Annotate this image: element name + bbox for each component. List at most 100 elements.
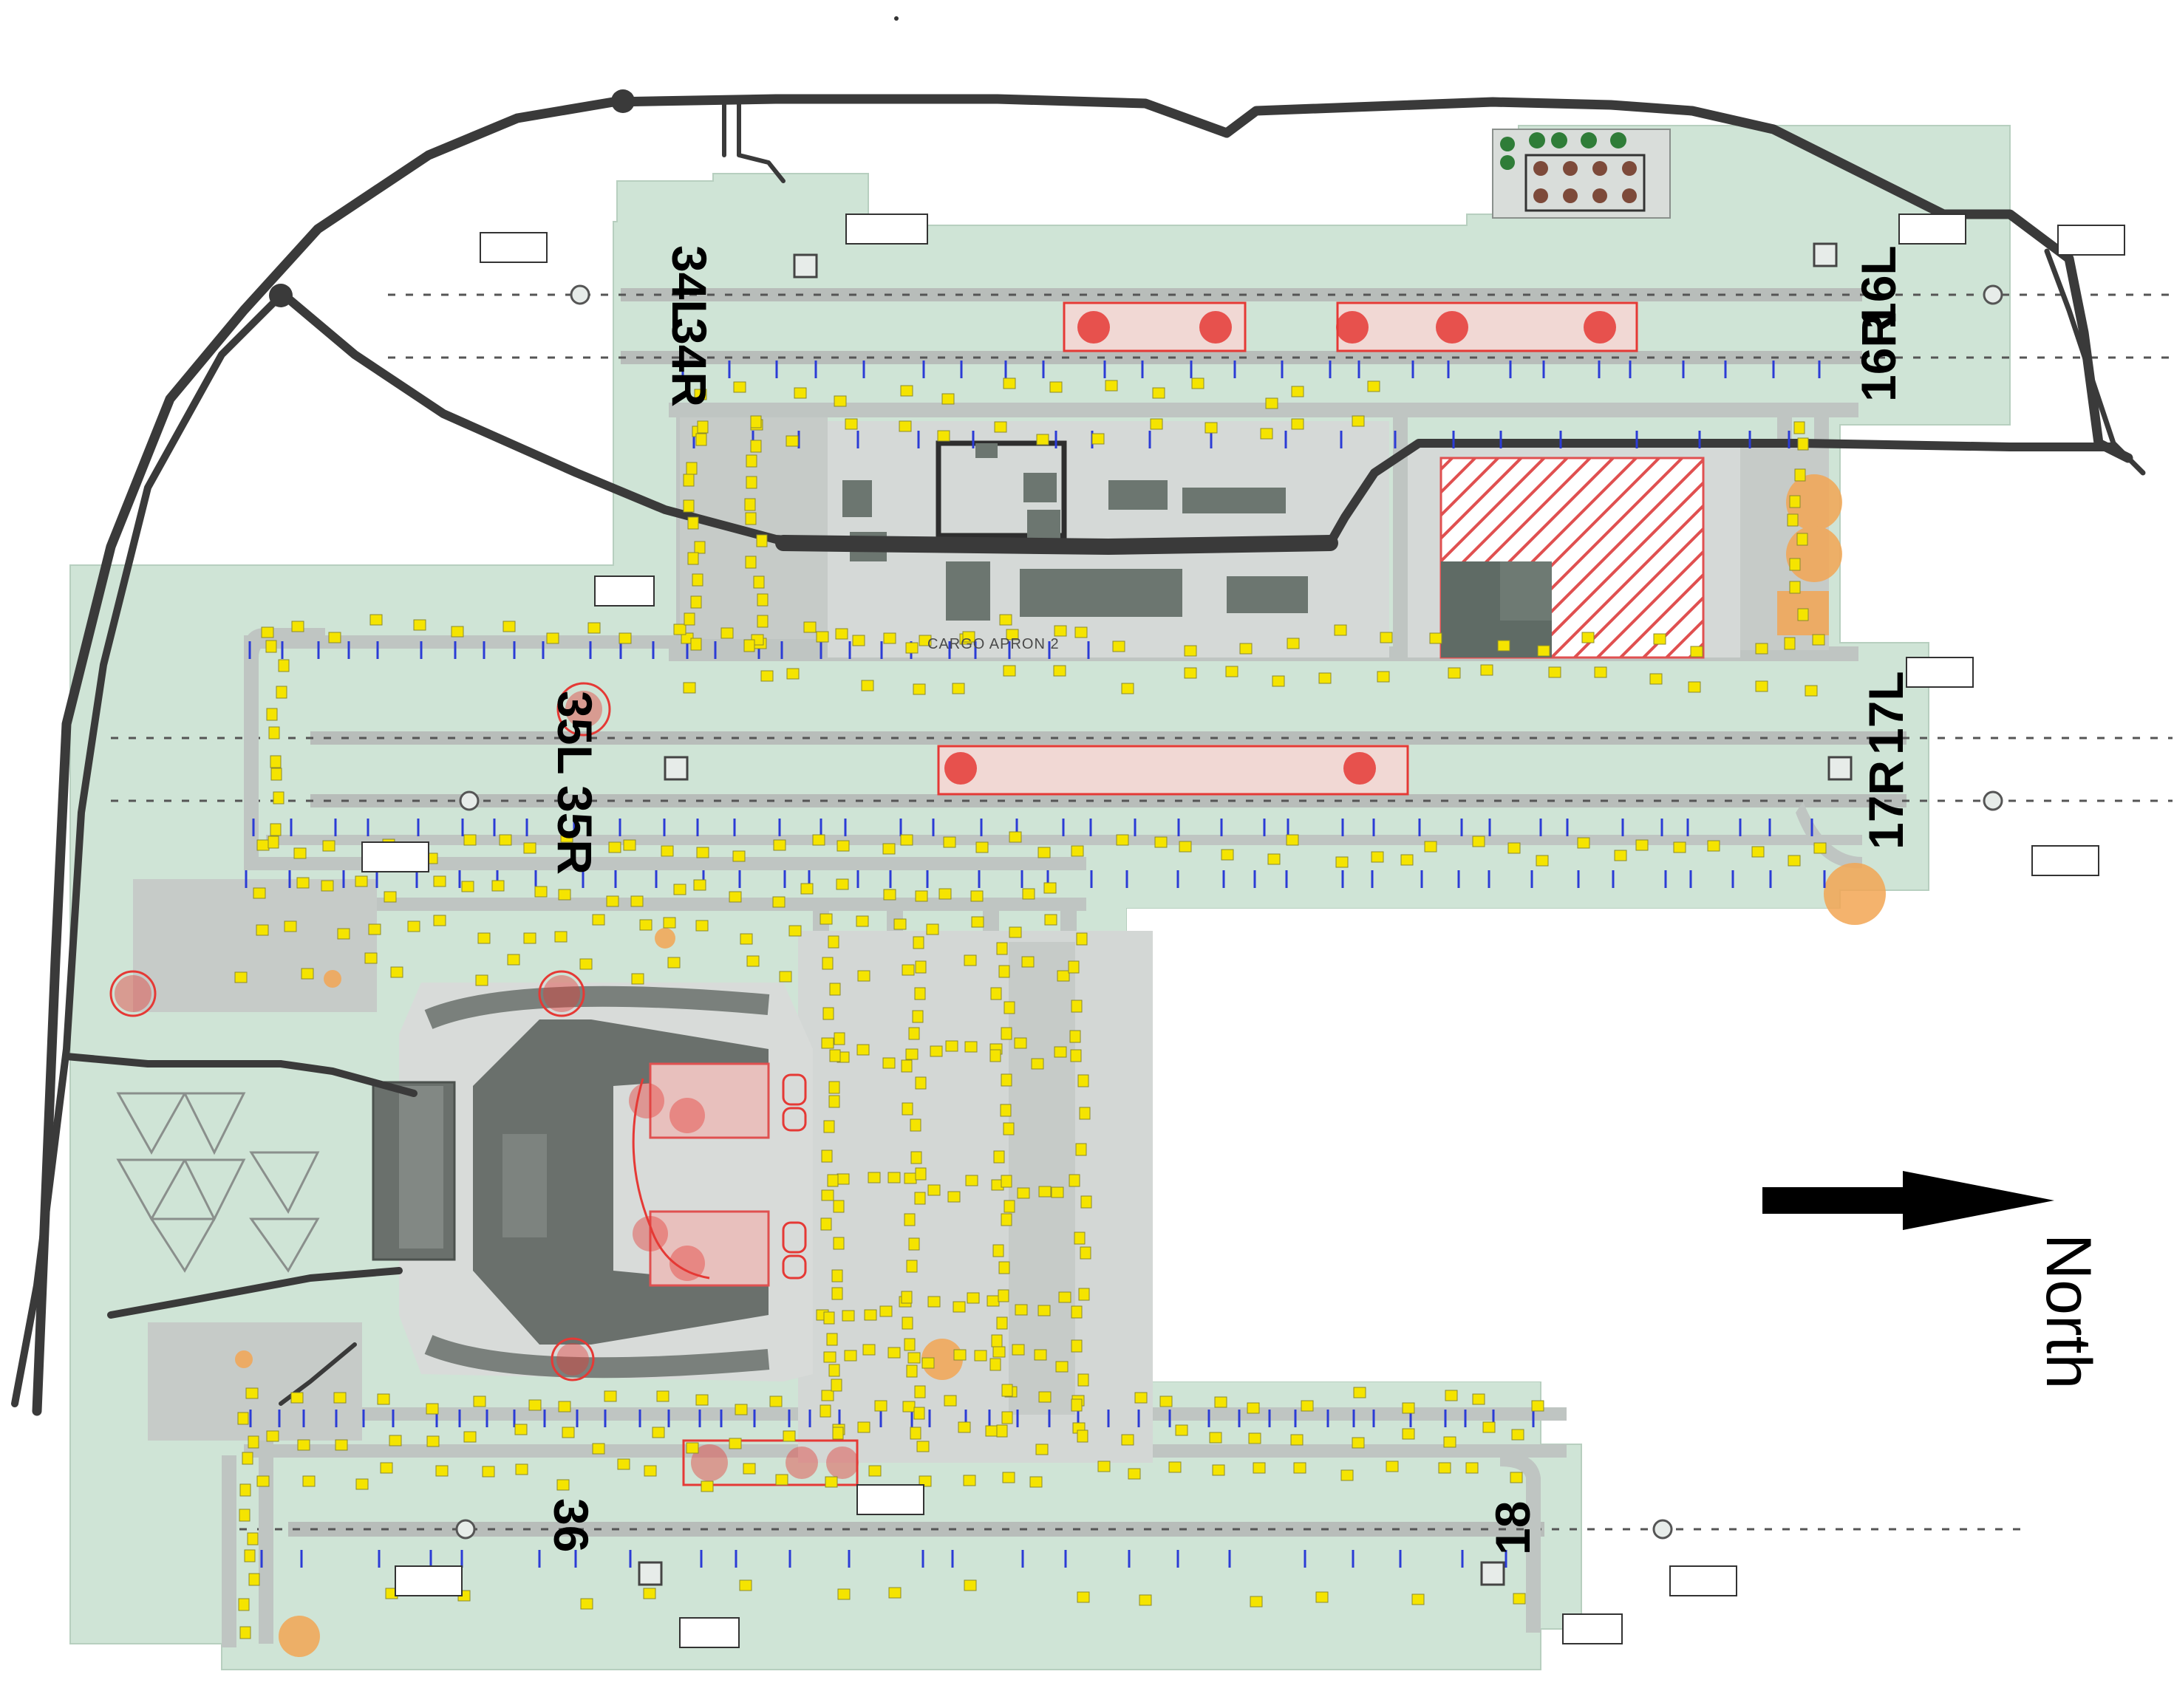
taxiway-sign: [803, 621, 817, 633]
taxiway-sign: [1335, 856, 1349, 868]
taxiway-sign: [1221, 849, 1234, 861]
taxiway-sign: [1051, 1186, 1064, 1198]
navaid-boxes: [638, 242, 1853, 1586]
taxiway-sign: [913, 936, 924, 949]
taxiway-sign: [906, 1364, 918, 1378]
taxiway-sign: [964, 1579, 977, 1591]
taxiway-sign: [663, 917, 676, 929]
taxiway-sign: [507, 954, 520, 966]
taxiway-sign: [461, 881, 474, 892]
taxiway-sign: [389, 1435, 402, 1446]
taxiway-sign: [993, 1150, 1005, 1164]
taxiway-sign: [1015, 1304, 1028, 1316]
taxiway-sign: [1334, 624, 1347, 636]
taxiway-sign: [1003, 1200, 1015, 1213]
taxiway-sign: [683, 474, 695, 487]
taxiway-sign: [828, 1364, 840, 1377]
taxiway-sign: [1248, 1432, 1261, 1444]
top-dot: [894, 16, 899, 21]
taxiway-sign: [905, 1048, 919, 1060]
taxiway-sign: [701, 1480, 714, 1492]
taxiway-sign: [919, 635, 932, 646]
taxiway-sign: [301, 968, 314, 980]
taxiway-sign: [433, 875, 446, 887]
taxiway-sign: [473, 1396, 486, 1407]
taxiway-sign: [686, 1442, 699, 1454]
taxiway-sign: [868, 1172, 881, 1183]
taxiway-sign: [902, 1102, 913, 1116]
taxiway-sign: [328, 632, 341, 643]
taxiway-sign: [1510, 1472, 1523, 1483]
taxiway-sign: [857, 970, 870, 982]
taxiway-sign: [1001, 1411, 1013, 1424]
taxiway-sign: [836, 840, 850, 852]
taxiway-sign: [1121, 683, 1134, 694]
taxiway-sign: [927, 1184, 941, 1196]
taxiway-sign: [1077, 1429, 1088, 1443]
taxiway-sign: [930, 1045, 943, 1057]
taxiway-sign: [1465, 1462, 1479, 1474]
taxiway-sign: [435, 1465, 449, 1477]
taxiway-sign: [1429, 632, 1442, 644]
taxiway-sign: [904, 1338, 916, 1351]
taxiway-sign: [377, 1393, 390, 1405]
taxiway-sign: [1036, 434, 1049, 445]
taxiway-sign: [1001, 1213, 1012, 1226]
taxiway-sign: [821, 1150, 833, 1163]
taxiway-sign: [994, 421, 1007, 433]
taxiway-sign: [687, 552, 699, 565]
taxiway-sign: [822, 957, 834, 970]
taxiway-sign: [1448, 667, 1461, 679]
taxiway-sign: [686, 462, 698, 475]
taxiway-sign: [775, 1474, 788, 1486]
taxiway-sign: [1069, 1174, 1080, 1187]
taxiway-sign: [740, 933, 753, 945]
taxiway-sign: [1353, 1387, 1366, 1398]
taxiway-sign: [239, 1626, 251, 1639]
taxiway-sign: [1071, 1000, 1083, 1013]
taxiway-sign: [1755, 680, 1768, 692]
taxiway-sign: [800, 883, 814, 895]
taxiway-sign: [760, 670, 774, 682]
taxiway-sign: [696, 847, 709, 858]
taxiway-sign: [256, 1475, 270, 1487]
taxiway-sign: [368, 923, 381, 935]
taxiway-sign: [1472, 1393, 1485, 1405]
taxiway-sign: [1673, 841, 1686, 853]
taxiway-sign: [783, 1430, 796, 1442]
taxiway-sign: [242, 1452, 253, 1465]
taxiway-sign: [746, 454, 757, 468]
taxiway-sign: [941, 393, 955, 405]
taxiway-sign: [355, 875, 368, 887]
taxiway-sign: [1267, 853, 1281, 865]
taxiway-sign: [1291, 386, 1304, 397]
taxiway-sign: [528, 1399, 542, 1411]
taxiway-sign: [1789, 495, 1801, 508]
taxiway-sign: [1424, 841, 1437, 853]
taxiway-sign: [1250, 1596, 1263, 1608]
taxiway-sign: [1472, 836, 1485, 847]
taxiway-sign: [502, 621, 516, 632]
taxiway-sign: [1184, 645, 1197, 657]
taxiway-sign: [823, 1120, 835, 1133]
taxiway-sign: [321, 880, 334, 892]
taxiway-sign: [239, 1483, 251, 1497]
taxiway-sign: [745, 556, 757, 569]
taxiway-sign: [746, 476, 757, 489]
taxiway-sign: [683, 499, 695, 513]
taxiway-sign: [910, 1427, 921, 1440]
taxiway-sign: [864, 1309, 877, 1321]
taxiway-sign: [907, 1352, 921, 1364]
taxiway-sign: [902, 1401, 916, 1412]
taxiway-sign: [831, 1287, 843, 1300]
taxiway-sign: [475, 974, 488, 986]
taxiway-sign: [296, 877, 310, 889]
taxiway-sign: [750, 415, 762, 428]
taxiway-sign: [580, 1598, 593, 1610]
taxiway-sign: [1352, 415, 1365, 427]
taxiway-sign: [1513, 1593, 1526, 1605]
taxiway-sign: [1287, 638, 1300, 649]
taxiway-sign: [1209, 1432, 1222, 1444]
